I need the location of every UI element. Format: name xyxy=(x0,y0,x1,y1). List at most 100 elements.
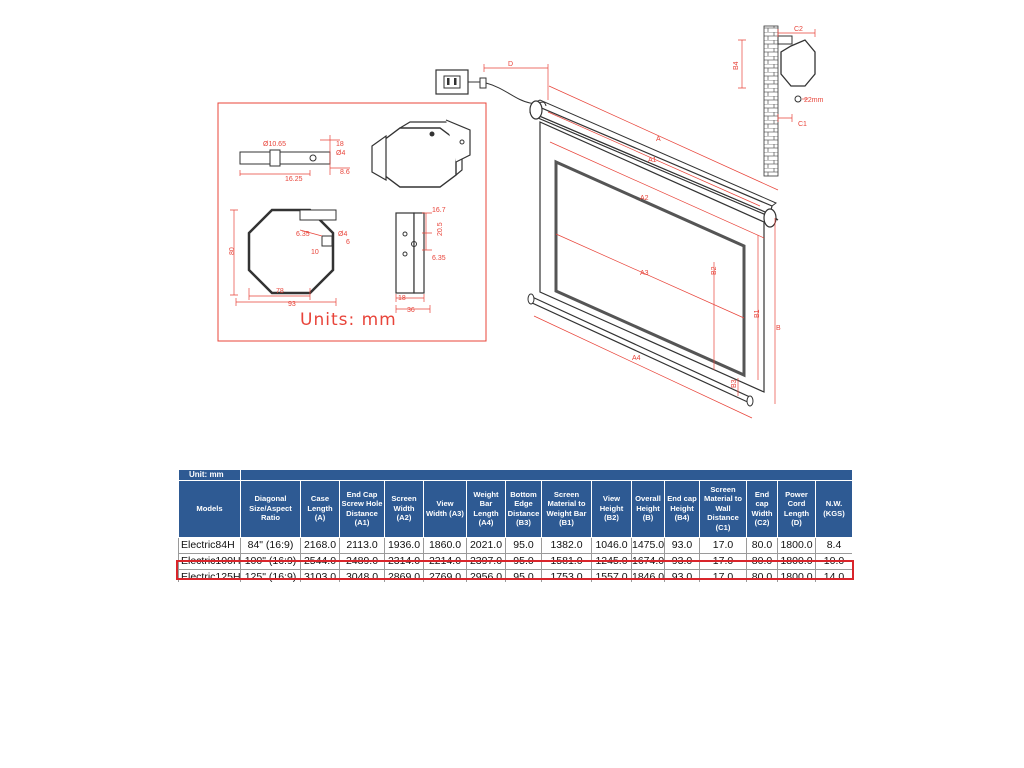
column-header: Diagonal Size/Aspect Ratio xyxy=(240,479,301,538)
label-167: 16.7 xyxy=(432,207,446,214)
column-header: Power Cord Length (D) xyxy=(777,479,816,538)
value-cell: 93.0 xyxy=(664,552,700,570)
detail-frame xyxy=(217,102,487,342)
value-cell: 1557.0 xyxy=(591,568,632,586)
label-1625: 16.25 xyxy=(285,176,303,183)
value-cell: 2314.0 xyxy=(384,552,424,570)
value-cell: 1800.0 xyxy=(777,568,816,586)
value-cell: 1245.0 xyxy=(591,552,632,570)
value-cell: 80.0 xyxy=(746,536,778,554)
column-header: Models xyxy=(178,479,241,538)
label-A2: A2 xyxy=(640,195,649,202)
value-cell: 3103.0 xyxy=(300,568,340,586)
column-header: Overall Height (B) xyxy=(631,479,665,538)
value-cell: 2397.0 xyxy=(466,552,506,570)
bracket-side-view: Ø10.65 18 Ø4 16.25 8.6 xyxy=(239,135,350,183)
value-cell: 2168.0 xyxy=(300,536,340,554)
label-93: 93 xyxy=(288,301,296,308)
value-cell: 2113.0 xyxy=(339,536,385,554)
label-36: 36 xyxy=(407,307,415,314)
label-6: 6 xyxy=(346,239,350,246)
value-cell: 10.0 xyxy=(814,552,852,570)
column-header: Bottom Edge Distance (B3) xyxy=(505,479,542,538)
value-cell: 95.0 xyxy=(505,552,542,570)
label-A4: A4 xyxy=(632,355,641,362)
value-cell: 80.0 xyxy=(746,552,778,570)
column-header: End cap Height (B4) xyxy=(664,479,700,538)
value-cell: 2956.0 xyxy=(466,568,506,586)
label-A: A xyxy=(656,136,661,143)
value-cell: 1475.0 xyxy=(631,536,665,554)
label-phi1065: Ø10.65 xyxy=(263,141,286,148)
value-cell: 93.0 xyxy=(664,536,700,554)
value-cell: 2489.0 xyxy=(339,552,385,570)
label-22mm: 22mm xyxy=(804,97,824,104)
label-phi4a: Ø4 xyxy=(336,150,345,157)
label-B3: B3 xyxy=(731,379,738,388)
value-cell: 2544.0 xyxy=(300,552,340,570)
value-cell: 8.4 xyxy=(814,536,852,554)
label-D: D xyxy=(508,61,513,68)
technical-drawing: Ø10.65 18 Ø4 16.25 8.6 6.35 Ø4 6 xyxy=(217,25,824,419)
label-205: 20.5 xyxy=(437,222,444,236)
column-header: End Cap Screw Hole Distance (A1) xyxy=(339,479,385,538)
label-86: 8.6 xyxy=(340,169,350,176)
units-label: Units: mm xyxy=(300,310,397,330)
value-cell: 14.0 xyxy=(814,568,852,586)
label-B2: B2 xyxy=(711,266,718,275)
value-cell: 1936.0 xyxy=(384,536,424,554)
table-crop-edge xyxy=(176,582,856,590)
label-A1: A1 xyxy=(648,157,657,164)
value-cell: 125" (16:9) xyxy=(240,568,301,586)
endcap-front-view: 6.35 Ø4 6 10 80 78 93 xyxy=(229,208,350,308)
value-cell: 2021.0 xyxy=(466,536,506,554)
model-cell: Electric125H xyxy=(178,568,241,586)
column-header: Screen Width (A2) xyxy=(384,479,424,538)
value-cell: 80.0 xyxy=(746,568,778,586)
label-80: 80 xyxy=(229,247,236,255)
value-cell: 95.0 xyxy=(505,536,542,554)
label-B1: B1 xyxy=(754,309,761,318)
value-cell: 1860.0 xyxy=(423,536,467,554)
value-cell: 1846.0 xyxy=(631,568,665,586)
value-cell: 2214.0 xyxy=(423,552,467,570)
endcap-bracket-3d xyxy=(371,119,471,188)
column-header: Weight Bar Length (A4) xyxy=(466,479,506,538)
value-cell: 17.0 xyxy=(699,568,747,586)
value-cell: 100" (16:9) xyxy=(240,552,301,570)
value-cell: 1800.0 xyxy=(777,536,816,554)
value-cell: 17.0 xyxy=(699,552,747,570)
column-header: End cap Width (C2) xyxy=(746,479,778,538)
value-cell: 1046.0 xyxy=(591,536,632,554)
label-635a: 6.35 xyxy=(296,231,310,238)
value-cell: 93.0 xyxy=(664,568,700,586)
label-C2: C2 xyxy=(794,26,803,33)
label-B4: B4 xyxy=(733,61,740,70)
value-cell: 17.0 xyxy=(699,536,747,554)
model-cell: Electric100H xyxy=(178,552,241,570)
column-header: View Height (B2) xyxy=(591,479,632,538)
value-cell: 1581.0 xyxy=(541,552,592,570)
label-C1: C1 xyxy=(798,121,807,128)
column-header: View Width (A3) xyxy=(423,479,467,538)
column-header: Case Length (A) xyxy=(300,479,340,538)
model-cell: Electric84H xyxy=(178,536,241,554)
mounting-detail-panel: Ø10.65 18 Ø4 16.25 8.6 6.35 Ø4 6 xyxy=(217,102,487,342)
label-18a: 18 xyxy=(336,141,344,148)
value-cell: 84" (16:9) xyxy=(240,536,301,554)
unit-header: Unit: mm xyxy=(178,469,241,481)
power-outlet xyxy=(435,69,547,107)
value-cell: 1800.0 xyxy=(777,552,816,570)
label-phi4b: Ø4 xyxy=(338,231,347,238)
projection-screen-drawing: D A A1 A2 A3 A4 B2 B1 B B3 xyxy=(483,61,781,419)
value-cell: 1753.0 xyxy=(541,568,592,586)
brick-wall xyxy=(763,25,779,177)
column-header: Screen Material to Weight Bar (B1) xyxy=(541,479,592,538)
